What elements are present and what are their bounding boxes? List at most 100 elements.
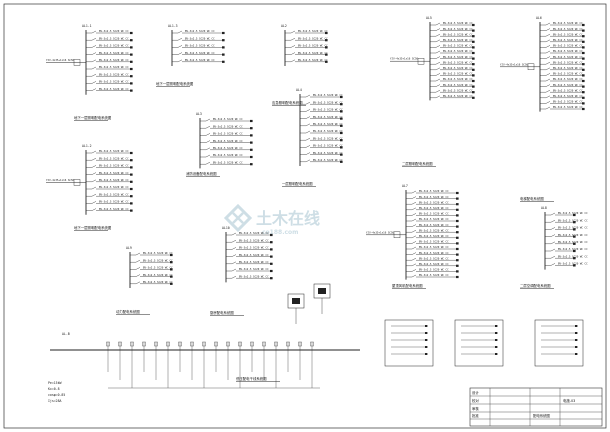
branch-circuit: BV-3x2.5 SC20 WC CC bbox=[300, 151, 343, 156]
feeder-label: BV-3x2.5 SC20 WC CC bbox=[419, 262, 449, 266]
feeder-label: BV-3x2.5 SC20 WC CC bbox=[99, 51, 129, 55]
branch-circuit: BV-3x2.5 SC20 WC CC bbox=[540, 66, 585, 71]
branch-circuit: BV-3x2.5 SC20 WC CC bbox=[200, 160, 253, 166]
feeder-label: BV-3x2.5 SC20 WC CC bbox=[99, 149, 129, 153]
panel-caption: 应急照明配电系统图 bbox=[272, 100, 303, 105]
feeder-label: BV-3x2.5 SC20 WC CC bbox=[99, 80, 129, 84]
note-4: Ijs=28A bbox=[48, 399, 62, 403]
feeder-label: BV-3x2.5 SC20 WC CC bbox=[213, 117, 243, 121]
panel-caption: 二层空调配电系统图 bbox=[520, 283, 551, 288]
feeder-label: BV-3x2.5 SC20 WC CC bbox=[143, 266, 173, 270]
branch-circuit: BV-3x2.5 SC20 WC CC bbox=[545, 226, 588, 231]
feeder-label: BV-3x2.5 SC20 WC CC bbox=[419, 223, 449, 227]
branch-circuit: BV-3x2.5 SC20 WC CC bbox=[200, 117, 253, 123]
branch-circuit: BV-3x2.5 SC20 WC CC bbox=[406, 195, 459, 200]
panel-id: AL1-2 bbox=[82, 144, 92, 148]
branch-circuit: BV-3x2.5 SC20 WC CC bbox=[406, 189, 459, 195]
panel-id: AL1-1 bbox=[82, 24, 92, 28]
branch-circuit: BV-3x2.5 SC20 WC CC bbox=[130, 280, 173, 285]
panel-id: AL6 bbox=[536, 16, 542, 20]
branch-circuit: BV-3x2.5 SC20 WC CC bbox=[430, 21, 475, 27]
feeder-label: BV-3x2.5 SC20 WC CC bbox=[553, 88, 583, 92]
watermark-cn: 土木在线 bbox=[256, 209, 320, 228]
feeder-label: BV-3x2.5 SC20 WC CC bbox=[99, 87, 129, 91]
branch-circuit: BV-3x2.5 SC20 WC CC bbox=[86, 29, 133, 35]
panel-caption: 地下一层照明配电系统图 bbox=[74, 225, 112, 230]
branch-circuit: BV-3x2.5 SC20 WC CC bbox=[200, 124, 253, 130]
feeder-label: BV-3x2.5 SC20 WC CC bbox=[553, 66, 583, 70]
branch-circuit: BV-3x2.5 SC20 WC CC bbox=[285, 36, 328, 42]
incoming-cable-label: YJV-4x35+1x16 SC50 bbox=[390, 57, 419, 61]
feeder-label: BV-3x2.5 SC20 WC CC bbox=[239, 238, 269, 242]
feeder-label: BV-3x2.5 SC20 WC CC bbox=[558, 247, 588, 251]
feeder-label: BV-3x2.5 SC20 WC CC bbox=[99, 156, 129, 160]
branch-circuit: BV-3x2.5 SC20 WC CC bbox=[86, 58, 133, 63]
panel-id: AL4 bbox=[296, 88, 302, 92]
feeder-label: BV-3x2.5 SC20 WC CC bbox=[213, 153, 243, 157]
panel-id: AL5 bbox=[426, 16, 432, 20]
branch-circuit: BV-3x2.5 SC20 WC CC bbox=[540, 105, 585, 111]
feeder-label: BV-3x2.5 SC20 WC CC bbox=[419, 212, 449, 216]
feeder-label: BV-3x2.5 SC20 WC CC bbox=[239, 231, 269, 235]
feeder-label: BV-3x2.5 SC20 WC CC bbox=[553, 55, 583, 59]
feeder-label: BV-3x2.5 SC20 WC CC bbox=[143, 258, 173, 262]
feeder-label: BV-3x2.5 SC20 WC CC bbox=[443, 49, 473, 53]
distribution-panel: AL1-1BV-3x2.5 SC20 WC CC BV-3x2.5 SC20 WC… bbox=[46, 24, 133, 121]
feeder-label: BV-3x2.5 SC20 WC CC bbox=[419, 268, 449, 272]
branch-circuit: BV-3x2.5 SC20 WC CC bbox=[545, 218, 588, 224]
feeder-label: BV-3x2.5 SC20 WC CC bbox=[143, 280, 173, 284]
note-2: Kx=0.8 bbox=[48, 387, 60, 391]
branch-circuit: BV-3x2.5 SC20 WC CC bbox=[200, 146, 253, 151]
branch-circuit: BV-3x2.5 SC20 WC CC bbox=[86, 51, 133, 56]
feeder-label: BV-3x2.5 SC20 WC CC bbox=[213, 139, 243, 143]
feeder-label: BV-3x2.5 SC20 WC CC bbox=[239, 267, 269, 271]
branch-circuit: BV-3x2.5 SC20 WC CC bbox=[130, 251, 173, 257]
panel-caption: 动力配电系统图 bbox=[116, 309, 140, 314]
branch-circuit: BV-3x2.5 SC20 WC CC bbox=[300, 136, 343, 142]
feeder-label: BV-3x2.5 SC20 WC CC bbox=[99, 29, 129, 33]
branch-circuit: BV-3x2.5 SC20 WC CC bbox=[540, 94, 585, 99]
feeder-label: BV-3x2.5 SC20 WC CC bbox=[553, 27, 583, 31]
load-notes: Pe=15kW Kx=0.8 cosφ=0.85 Ijs=28A bbox=[48, 381, 65, 403]
branch-circuit: BV-3x2.5 SC20 WC CC bbox=[300, 158, 343, 163]
feeder-label: BV-3x2.5 SC20 WC CC bbox=[99, 200, 129, 204]
feeder-label: BV-3x2.5 SC20 WC CC bbox=[419, 273, 449, 277]
branch-circuit: BV-3x2.5 SC20 WC CC bbox=[300, 100, 343, 106]
branch-circuit: BV-3x2.5 SC20 WC CC bbox=[172, 58, 225, 63]
branch-circuit: BV-3x2.5 SC20 WC CC bbox=[172, 29, 225, 35]
feeder-label: BV-3x2.5 SC20 WC CC bbox=[313, 151, 343, 155]
branch-circuit: BV-3x2.5 SC20 WC CC bbox=[226, 238, 273, 244]
panel-caption: 一层照明配电系统图 bbox=[282, 181, 313, 186]
feeder-label: BV-3x2.5 SC20 WC CC bbox=[185, 51, 215, 55]
branch-circuit: BV-3x2.5 SC20 WC CC bbox=[406, 251, 459, 256]
feeder-label: BV-3x2.5 SC20 WC CC bbox=[553, 21, 583, 25]
feeder-label: BV-3x2.5 SC20 WC CC bbox=[313, 129, 343, 133]
feeder-label: BV-3x2.5 SC20 WC CC bbox=[558, 233, 588, 237]
feeder-label: BV-3x2.5 SC20 WC CC bbox=[553, 44, 583, 48]
branch-circuit: BV-3x2.5 SC20 WC CC bbox=[430, 60, 475, 66]
note-1: Pe=15kW bbox=[48, 381, 62, 385]
title-row-4: 批准 bbox=[472, 413, 479, 418]
branch-circuit: BV-3x2.5 SC20 WC CC bbox=[545, 211, 588, 217]
branch-circuit: BV-3x2.5 SC20 WC CC bbox=[430, 49, 475, 55]
feeder-label: BV-3x2.5 SC20 WC CC bbox=[558, 262, 588, 266]
branch-circuit: BV-3x2.5 SC20 WC CC bbox=[406, 217, 459, 223]
watermark-en: co188.com bbox=[262, 229, 298, 236]
feeder-label: BV-3x2.5 SC20 WC CC bbox=[419, 195, 449, 199]
incoming-cable-label: YJV-4x35+1x16 SC50 bbox=[46, 178, 75, 182]
panel-caption: 二层照明配电系统图 bbox=[402, 161, 433, 166]
note-3: cosφ=0.85 bbox=[48, 393, 65, 397]
branch-circuit: BV-3x2.5 SC20 WC CC bbox=[430, 83, 475, 88]
feeder-label: BV-3x2.5 SC20 WC CC bbox=[419, 245, 449, 249]
branch-circuit: BV-3x2.5 SC20 WC CC bbox=[86, 80, 133, 85]
branch-circuit: BV-3x2.5 SC20 WC CC bbox=[406, 234, 459, 239]
panel-id: AL10 bbox=[222, 226, 230, 230]
feeder-label: BV-3x2.5 SC20 WC CC bbox=[553, 77, 583, 81]
branch-circuit: BV-3x2.5 SC20 WC CC bbox=[130, 258, 173, 264]
branch-circuit: BV-3x2.5 SC20 WC CC bbox=[86, 171, 133, 176]
